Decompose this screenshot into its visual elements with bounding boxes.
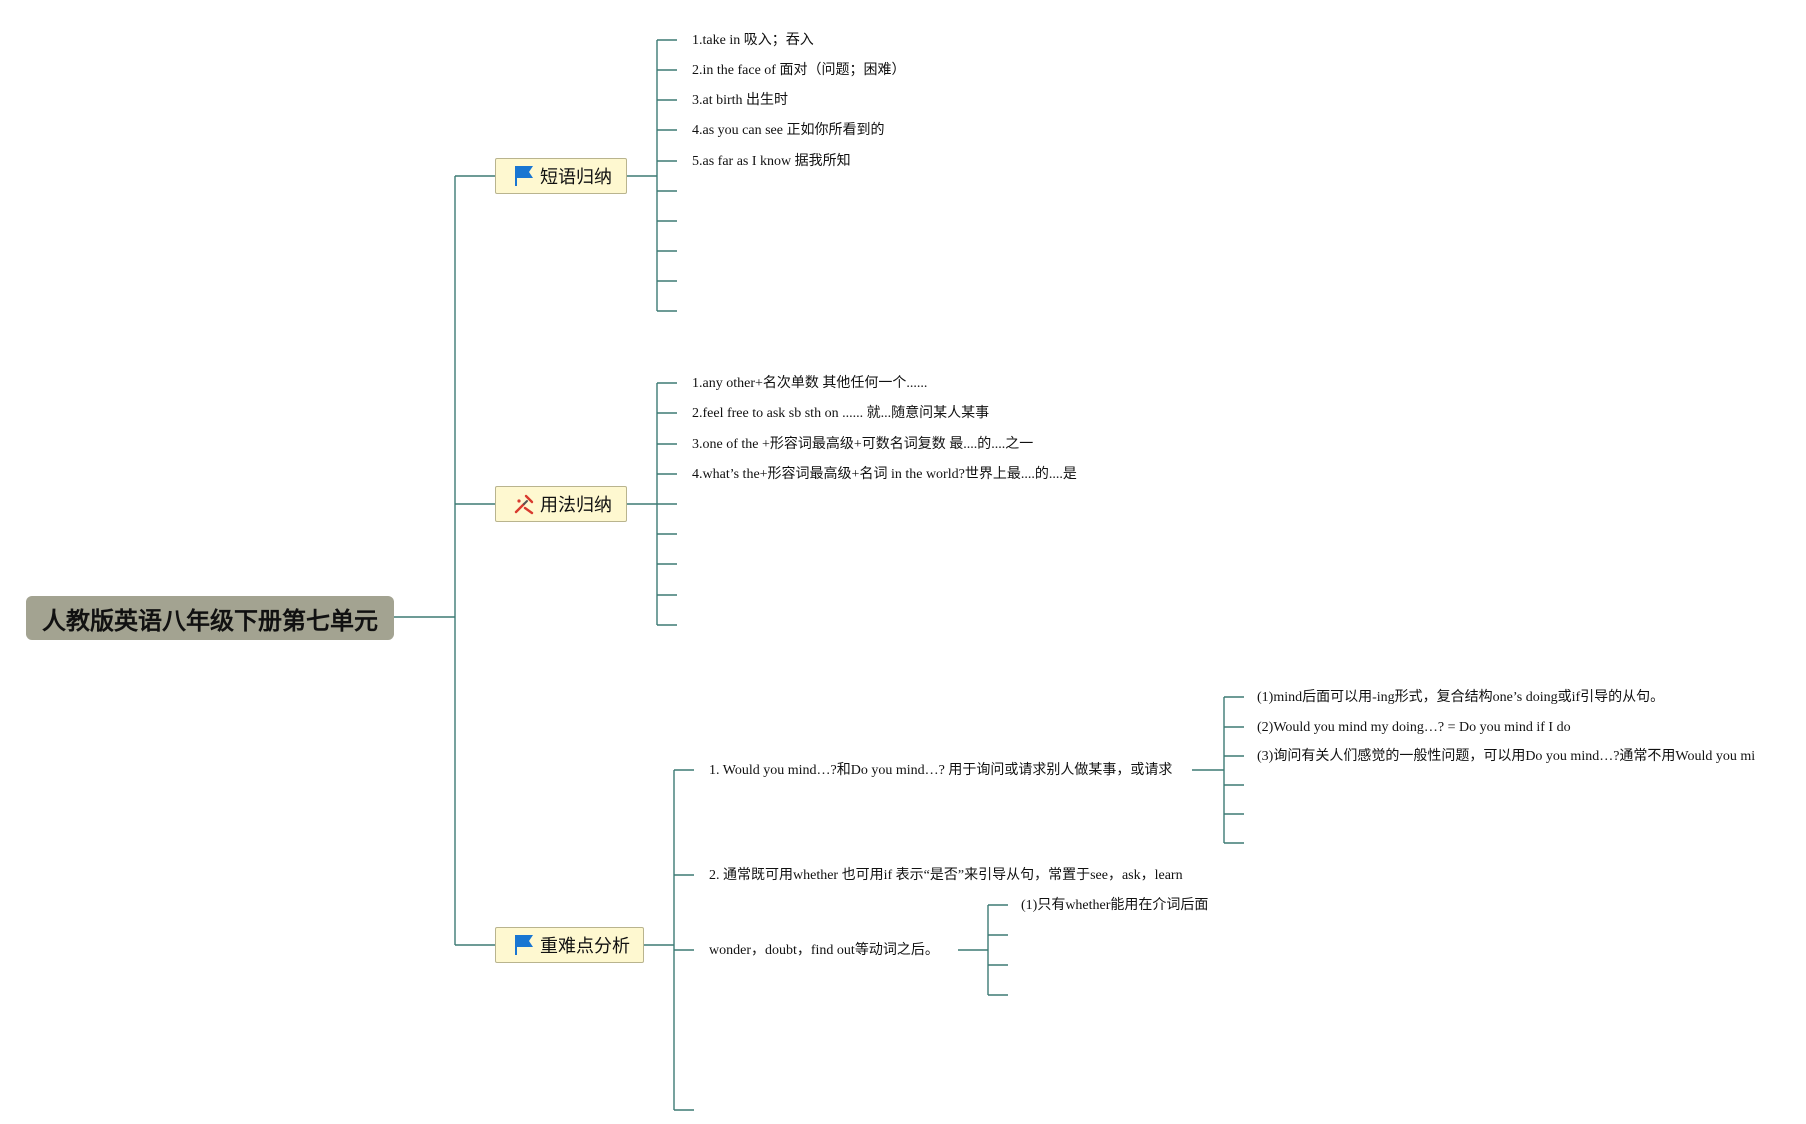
root-title: 人教版英语八年级下册第七单元 [42, 606, 378, 635]
key-point-detail[interactable]: (3)询问有关人们感觉的一般性问题，可以用Do you mind…?通常不用Wo… [1257, 749, 1756, 764]
usage-item[interactable]: 1.any other+名次单数 其他任何一个...... [692, 376, 928, 391]
phrase-item[interactable]: 3.at birth 出生时 [692, 93, 789, 108]
topic-phrases[interactable]: 短语归纳 [495, 158, 627, 194]
flag-icon [515, 935, 533, 955]
key-point-detail[interactable]: (2)Would you mind my doing…? = Do you mi… [1257, 720, 1571, 735]
key-point[interactable]: 2. 通常既可用whether 也可用if 表示“是否”来引导从句，常置于see… [709, 868, 1183, 883]
usage-item[interactable]: 4.what’s the+形容词最高级+名词 in the world?世界上最… [692, 467, 1077, 482]
topic-label: 重难点分析 [540, 936, 630, 957]
phrase-item[interactable]: 1.take in 吸入；吞入 [692, 33, 814, 48]
key-point-detail[interactable]: (1)mind后面可以用-ing形式，复合结构one’s doing或if引导的… [1257, 690, 1665, 705]
key-point[interactable]: 1. Would you mind…?和Do you mind…? 用于询问或请… [709, 763, 1173, 778]
phrase-item[interactable]: 4.as you can see 正如你所看到的 [692, 123, 885, 138]
key-point-detail[interactable]: (1)只有whether能用在介词后面 [1021, 898, 1209, 913]
topic-label: 用法归纳 [540, 495, 612, 516]
topic-label: 短语归纳 [540, 167, 612, 188]
flag-icon [515, 166, 533, 186]
usage-item[interactable]: 3.one of the +形容词最高级+可数名词复数 最....的....之一 [692, 437, 1034, 452]
key-point-continued[interactable]: wonder，doubt，find out等动词之后。 [709, 943, 939, 958]
tools-icon [514, 494, 534, 515]
usage-item[interactable]: 2.feel free to ask sb sth on ...... 就...… [692, 406, 990, 421]
root-topic[interactable]: 人教版英语八年级下册第七单元 [26, 596, 394, 640]
phrase-item[interactable]: 2.in the face of 面对（问题；困难） [692, 63, 906, 78]
topic-usage[interactable]: 用法归纳 [495, 486, 627, 522]
topic-key-points[interactable]: 重难点分析 [495, 927, 644, 963]
phrase-item[interactable]: 5.as far as I know 据我所知 [692, 154, 851, 169]
